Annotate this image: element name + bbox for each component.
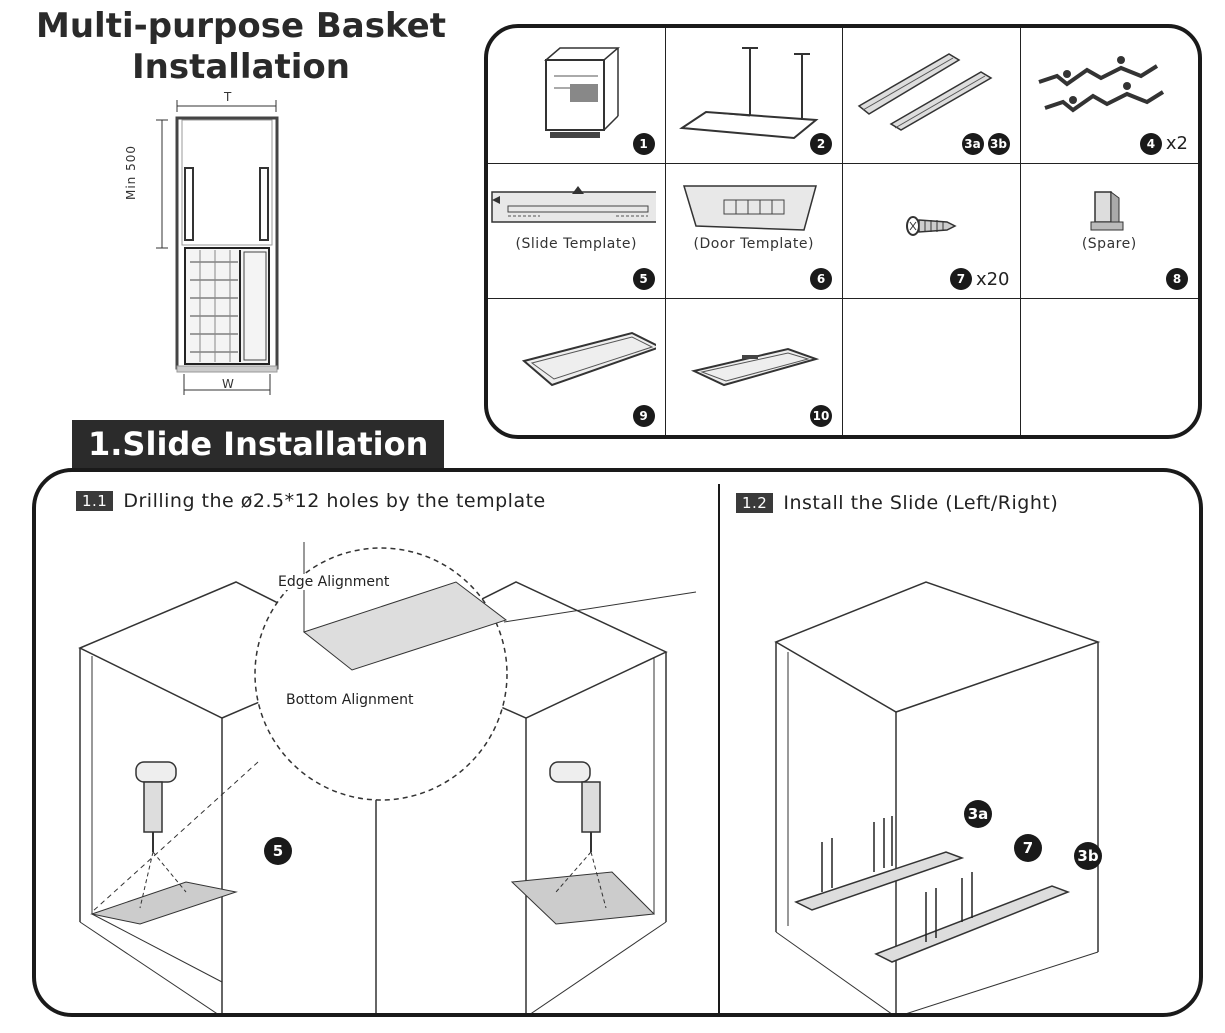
panel-divider bbox=[718, 484, 720, 1013]
callout-7: 7 bbox=[1014, 834, 1042, 862]
page-title-line2: Installation bbox=[131, 47, 350, 87]
part-number-badge: 6 bbox=[810, 268, 832, 291]
callout-3b: 3b bbox=[1074, 842, 1102, 870]
step-1-2: 1.2 Install the Slide (Left/Right) bbox=[736, 492, 1058, 514]
parts-list-panel: 1 2 3a bbox=[484, 24, 1202, 439]
part-cell-8: (Spare) 8 bbox=[1020, 164, 1198, 300]
part-number-badge: 4 bbox=[1139, 132, 1162, 155]
drilling-illustration bbox=[78, 542, 697, 1013]
part-cell-9: 9 bbox=[488, 299, 666, 435]
installation-panel: 1.1 Drilling the ø2.5*12 holes by the te… bbox=[32, 468, 1203, 1017]
part-number-badge: 1 bbox=[632, 132, 655, 155]
part-number-badge: 3a bbox=[961, 132, 984, 155]
screw-icon bbox=[906, 215, 957, 236]
spare-clip-icon bbox=[1090, 190, 1123, 231]
part-caption: (Door Template) bbox=[693, 235, 814, 252]
part-number-badge: 2 bbox=[810, 132, 832, 155]
part-cell-5: (Slide Template) 5 bbox=[488, 163, 666, 300]
part-cell-empty bbox=[1021, 299, 1199, 435]
step-text: Install the Slide (Left/Right) bbox=[783, 492, 1059, 514]
callout-5: 5 bbox=[264, 837, 292, 865]
part-cell-6: (Door Template) 6 bbox=[665, 163, 843, 300]
callout-3a: 3a bbox=[964, 800, 992, 828]
part-number-badge: 7 bbox=[949, 268, 972, 291]
drill-icon bbox=[549, 761, 607, 909]
part-cell-1: 1 bbox=[488, 28, 666, 164]
page-title: Multi-purpose Basket Installation bbox=[0, 6, 482, 88]
slide-rails-icon bbox=[857, 53, 993, 131]
screw-icon bbox=[821, 816, 973, 942]
basket-icon bbox=[543, 47, 621, 138]
part-number-badge: 8 bbox=[1166, 268, 1188, 291]
frame-icon bbox=[678, 47, 819, 140]
dimension-top-label: T bbox=[224, 90, 232, 104]
step-number: 1.1 bbox=[76, 491, 114, 511]
slide-template-icon bbox=[491, 185, 656, 223]
part-cell-empty bbox=[843, 299, 1021, 435]
part-number-badge: 5 bbox=[632, 268, 655, 291]
part-cell-4: 4 x2 bbox=[1020, 28, 1198, 164]
slide-install-illustration bbox=[774, 581, 1101, 1013]
part-cell-2: 2 bbox=[665, 28, 843, 164]
part-caption: (Spare) bbox=[1081, 235, 1137, 252]
bracket-icon bbox=[1037, 56, 1164, 113]
bottom-alignment-label: Bottom Alignment bbox=[284, 692, 416, 708]
page-title-line1: Multi-purpose Basket bbox=[36, 6, 446, 46]
part-number-badge: 9 bbox=[632, 405, 655, 427]
drill-icon bbox=[135, 761, 187, 909]
dimension-width-label: W bbox=[222, 377, 234, 391]
cabinet-dimension-drawing bbox=[156, 100, 279, 395]
part-number-badge: 10 bbox=[810, 405, 832, 427]
part-quantity: x20 bbox=[975, 268, 1010, 290]
step-number: 1.2 bbox=[736, 493, 774, 513]
part-cell-3: 3a 3b bbox=[843, 28, 1021, 164]
tray-small-icon bbox=[690, 348, 819, 387]
dimension-height-label: Min 500 bbox=[124, 144, 138, 200]
part-cell-7: 7 x20 bbox=[843, 163, 1021, 300]
step-1-1: 1.1 Drilling the ø2.5*12 holes by the te… bbox=[76, 490, 546, 512]
door-template-icon bbox=[682, 184, 817, 231]
tray-icon bbox=[521, 332, 656, 387]
part-cell-10: 10 bbox=[666, 299, 843, 435]
part-caption: (Slide Template) bbox=[515, 235, 637, 252]
step-text: Drilling the ø2.5*12 holes by the templa… bbox=[123, 490, 546, 512]
part-quantity: x2 bbox=[1165, 133, 1188, 155]
section-heading: 1.Slide Installation bbox=[72, 420, 445, 468]
edge-alignment-label: Edge Alignment bbox=[276, 574, 392, 590]
part-number-badge: 3b bbox=[987, 132, 1010, 155]
